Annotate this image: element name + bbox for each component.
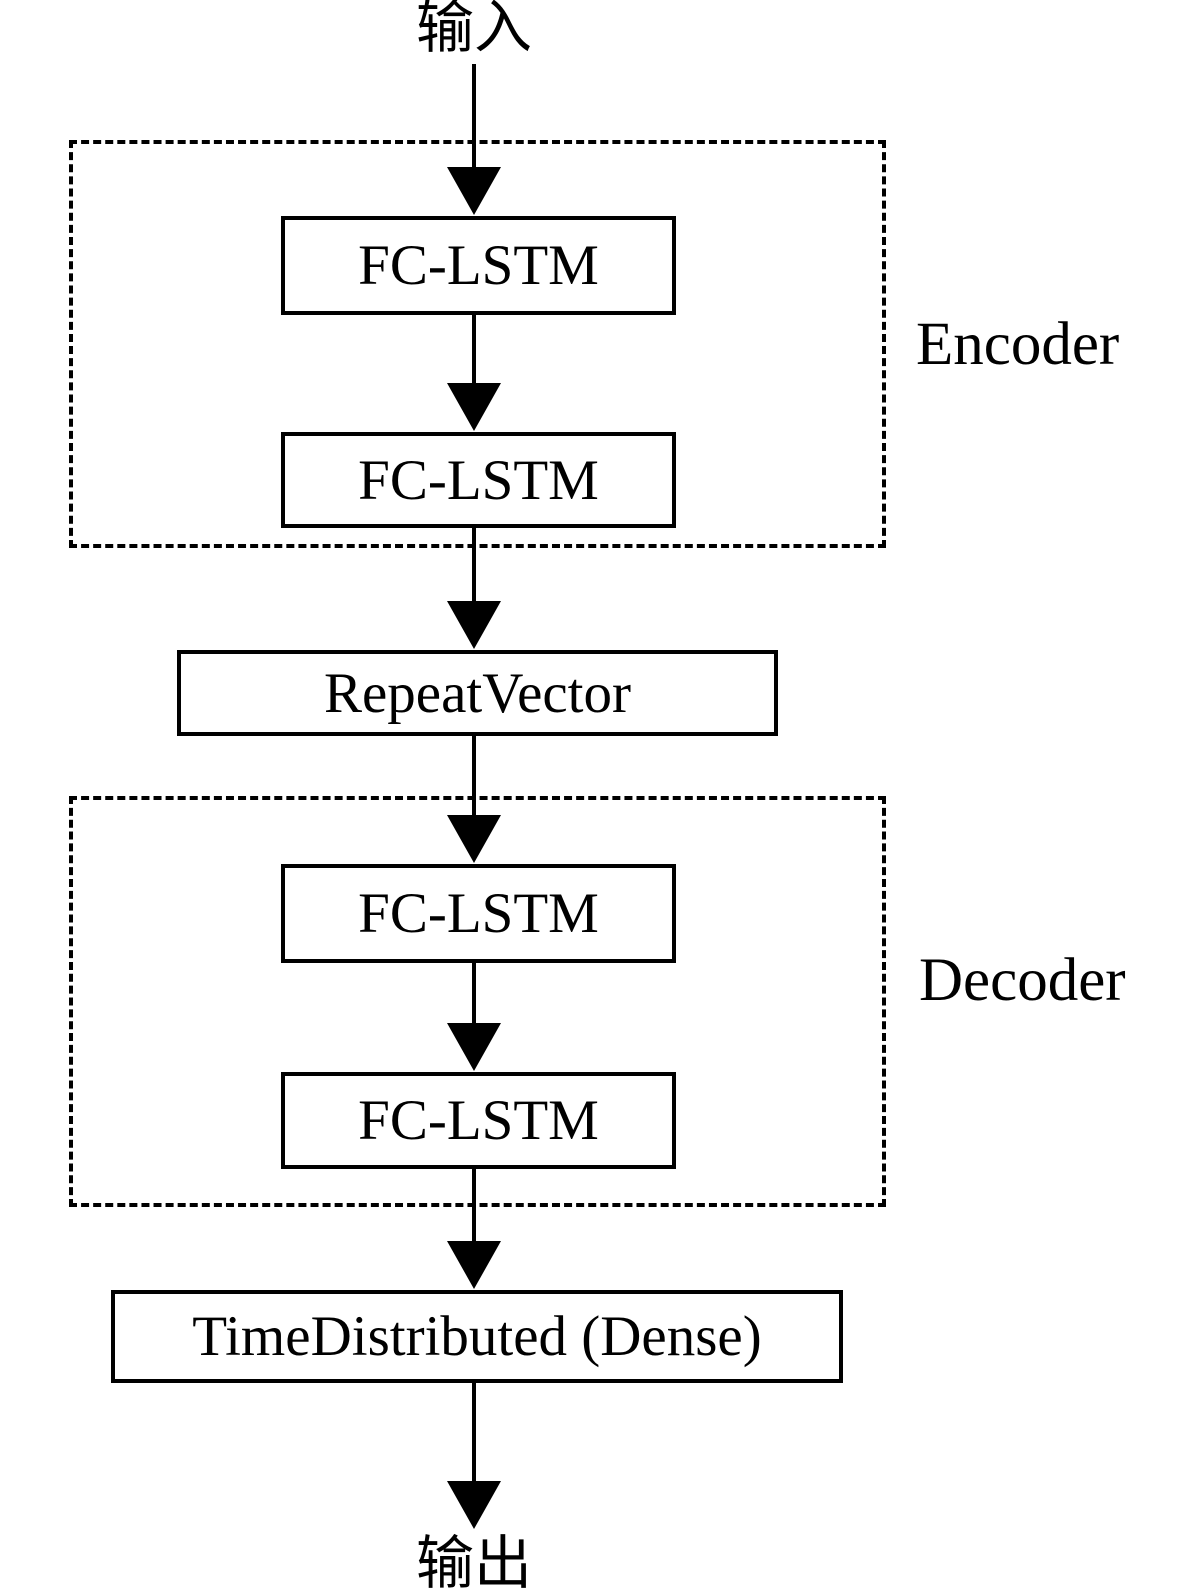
decoder-label: Decoder <box>919 947 1126 1014</box>
arrow-down-icon <box>447 1023 501 1071</box>
time-distributed-node: TimeDistributed (Dense) <box>111 1290 843 1383</box>
arrow-line <box>472 315 476 393</box>
arrow-line <box>472 1383 476 1493</box>
arrow-line <box>472 64 476 176</box>
arrow-down-icon <box>447 383 501 431</box>
time-distributed-label: TimeDistributed (Dense) <box>192 1305 762 1368</box>
output-label: 输出 <box>415 1531 532 1594</box>
arrow-line <box>472 736 476 826</box>
repeat-vector-label: RepeatVector <box>323 661 631 725</box>
arrow-down-icon <box>447 167 501 215</box>
input-label: 输入 <box>415 0 532 60</box>
decoder-group-box <box>69 796 886 1207</box>
encoder-fc-lstm-2-label: FC-LSTM <box>358 448 599 512</box>
decoder-fc-lstm-2-label: FC-LSTM <box>358 1089 599 1152</box>
arrow-down-icon <box>447 815 501 863</box>
arrow-line <box>472 963 476 1038</box>
arrow-down-icon <box>447 1241 501 1289</box>
arrow-down-icon <box>447 601 501 649</box>
decoder-fc-lstm-2-node: FC-LSTM <box>281 1072 676 1169</box>
encoder-group-box <box>69 140 886 548</box>
encoder-fc-lstm-1-node: FC-LSTM <box>281 216 676 315</box>
arrow-line <box>472 528 476 612</box>
arrow-line <box>472 1169 476 1255</box>
repeat-vector-node: RepeatVector <box>177 650 778 736</box>
encoder-label: Encoder <box>916 311 1120 378</box>
decoder-fc-lstm-1-node: FC-LSTM <box>281 864 676 963</box>
decoder-fc-lstm-1-label: FC-LSTM <box>358 882 599 945</box>
arrow-down-icon <box>447 1481 501 1529</box>
encoder-fc-lstm-1-label: FC-LSTM <box>358 234 599 297</box>
encoder-fc-lstm-2-node: FC-LSTM <box>281 432 676 528</box>
